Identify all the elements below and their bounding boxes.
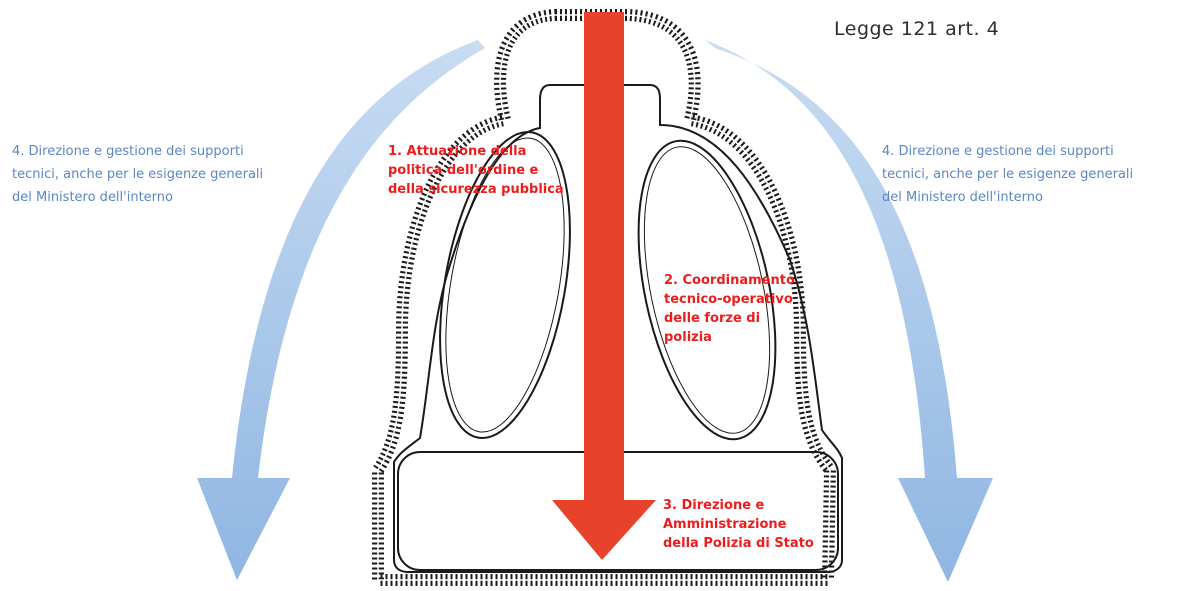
side-label-left: 4. Direzione e gestione dei supporti tec… xyxy=(12,140,263,209)
function-1-label: 1. Attuazione della politica dell'ordine… xyxy=(388,142,564,199)
function-3-label: 3. Direzione e Amministrazione della Pol… xyxy=(663,496,814,553)
function-2-label: 2. Coordinamento tecnico-operativo delle… xyxy=(664,271,795,347)
side-label-right: 4. Direzione e gestione dei supporti tec… xyxy=(882,140,1133,209)
central-red-arrow xyxy=(552,12,656,560)
page-title: Legge 121 art. 4 xyxy=(834,18,999,40)
